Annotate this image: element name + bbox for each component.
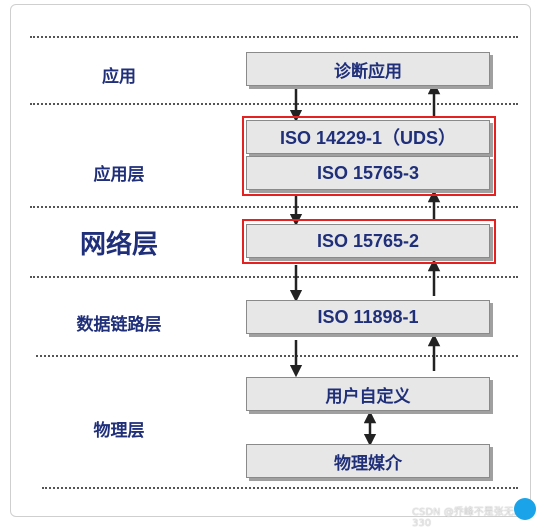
layer-label-network-layer: 网络层 (79, 230, 158, 260)
box-iso-11898-1: ISO 11898-1 (246, 300, 490, 334)
separator-line (30, 36, 518, 38)
box-iso-14229-1: ISO 14229-1（UDS） (246, 120, 490, 154)
box-iso-15765-3: ISO 15765-3 (246, 156, 490, 190)
separator-line (36, 355, 518, 357)
box-physical-medium: 物理媒介 (246, 444, 490, 478)
layer-label-physical-layer: 物理层 (93, 421, 145, 441)
watermark-text: CSDN @乔峰不是张无忌330 (412, 507, 524, 529)
box-iso-15765-2: ISO 15765-2 (246, 224, 490, 258)
layer-label-application-layer: 应用层 (93, 165, 145, 185)
highlight-application-layer (242, 116, 496, 196)
diagram-frame (10, 4, 531, 517)
separator-line (30, 103, 518, 105)
box-user-defined: 用户自定义 (246, 377, 490, 411)
separator-line (30, 276, 518, 278)
layer-label-data-link-layer: 数据链路层 (76, 315, 162, 335)
watermark-badge (514, 498, 536, 520)
separator-line (30, 206, 518, 208)
layer-label-application: 应用 (102, 67, 136, 87)
box-diagnostic-application: 诊断应用 (246, 52, 490, 86)
separator-line (42, 487, 518, 489)
highlight-network-layer (242, 219, 496, 264)
